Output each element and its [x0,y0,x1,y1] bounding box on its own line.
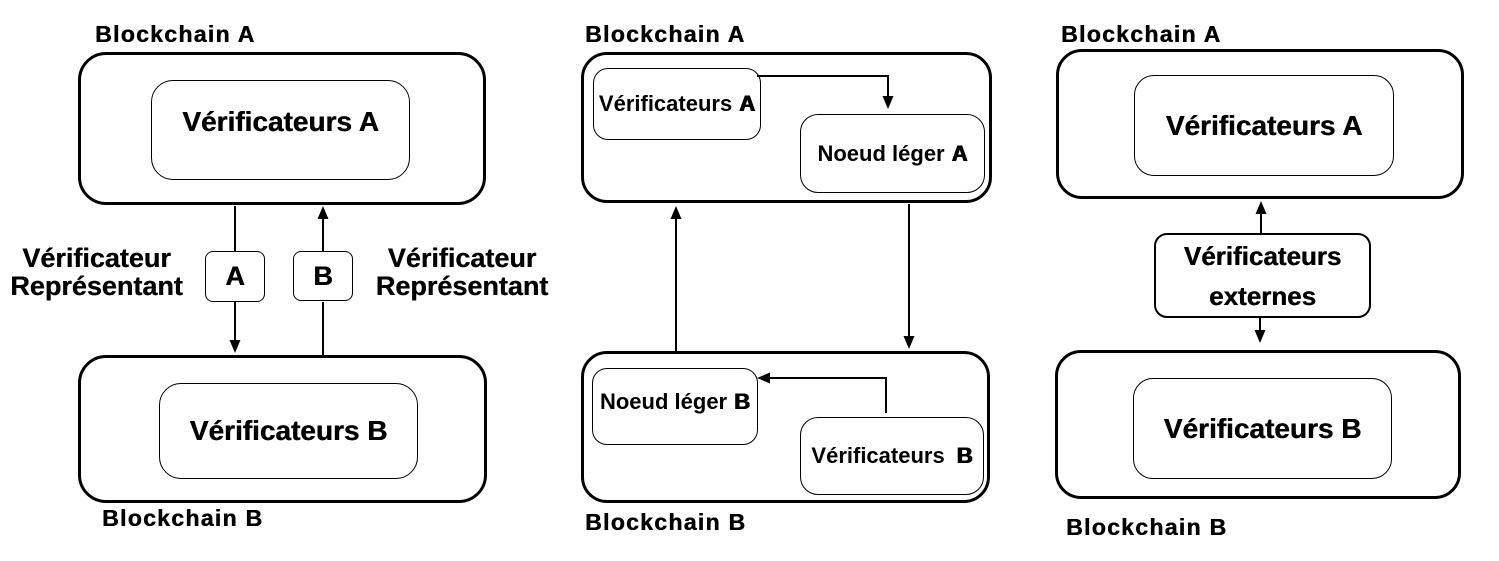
relay-b-text: B [313,260,333,291]
verifiers-b-text: Vérificateurs B [189,415,388,446]
blockchain-a-label: Blockchain A [585,21,746,47]
representative-verifier-caption-left: Vérificateur Représentant [0,244,193,300]
verifiers-a-letter: A [739,91,756,116]
blockchain-b-label: Blockchain B [102,505,264,531]
light-node-a-box: Noeud léger A [800,114,985,193]
arrow-relaya-to-blockchainb [229,302,241,353]
blockchain-b-box: Vérificateurs B [78,355,487,503]
verifiers-b-box: Vérificateurs B [800,417,984,495]
verifiers-a-box: Vérificateurs A [1134,75,1394,176]
blockchain-a-label: Blockchain A [95,21,256,47]
relay-box-a: A [205,251,265,302]
verifiers-b-text: Vérificateurs [811,443,945,468]
blockchain-b-box: Noeud léger B Vérificateurs B [581,351,990,503]
arrow-externalverifiers-to-blockchaina [1255,201,1267,234]
arrow-blockchaina-to-blockchainb [903,204,915,349]
light-node-a-letter: A [951,140,968,166]
blockchain-a-box: Vérificateurs A [1056,49,1464,199]
verifiers-a-box: Vérificateurs A [593,68,761,140]
verifiers-b-text: Vérificateurs B [1163,412,1362,444]
verifiers-b-letter: B [956,443,973,468]
blockchain-a-box: Vérificateurs A [78,52,486,205]
caption-left-line2: Représentant [10,271,183,301]
relay-box-b: B [293,251,353,301]
verifiers-a-box: Vérificateurs A [151,80,410,180]
caption-right-line1: Vérificateur [387,243,537,273]
light-node-a-text: Noeud léger [817,140,945,166]
caption-left-line1: Vérificateur [22,243,171,273]
light-node-b-text: Noeud léger [599,388,728,414]
external-verifiers-line1: Vérificateurs [1183,240,1342,271]
blockchain-a-box: Vérificateurs A Noeud léger A [581,52,992,203]
arrow-externalverifiers-to-blockchainb [1254,318,1266,343]
verifiers-a-text: Vérificateurs A [182,105,379,137]
external-verifiers-box: Vérificateurs externes [1154,233,1371,318]
blockchain-b-label: Blockchain B [585,509,747,535]
arrow-relayb-to-blockchaina [317,206,329,251]
relay-a-text: A [225,261,245,291]
verifiers-b-box: Vérificateurs B [159,383,418,479]
light-node-b-box: Noeud léger B [592,368,758,445]
verifiers-a-text: Vérificateurs A [1165,109,1363,141]
blockchain-b-label: Blockchain B [1066,514,1228,540]
representative-verifier-caption-right: Vérificateur Représentant [366,244,558,300]
verifiers-a-text: Vérificateurs [598,91,733,116]
light-node-b-letter: B [734,388,751,414]
caption-right-line2: Représentant [375,271,549,301]
arrow-blockchainb-to-blockchaina [670,206,682,351]
verifiers-b-box: Vérificateurs B [1133,378,1392,479]
blockchain-a-label: Blockchain A [1061,21,1222,47]
external-verifiers-line2: externes [1209,280,1316,311]
blockchain-b-box: Vérificateurs B [1055,350,1461,499]
